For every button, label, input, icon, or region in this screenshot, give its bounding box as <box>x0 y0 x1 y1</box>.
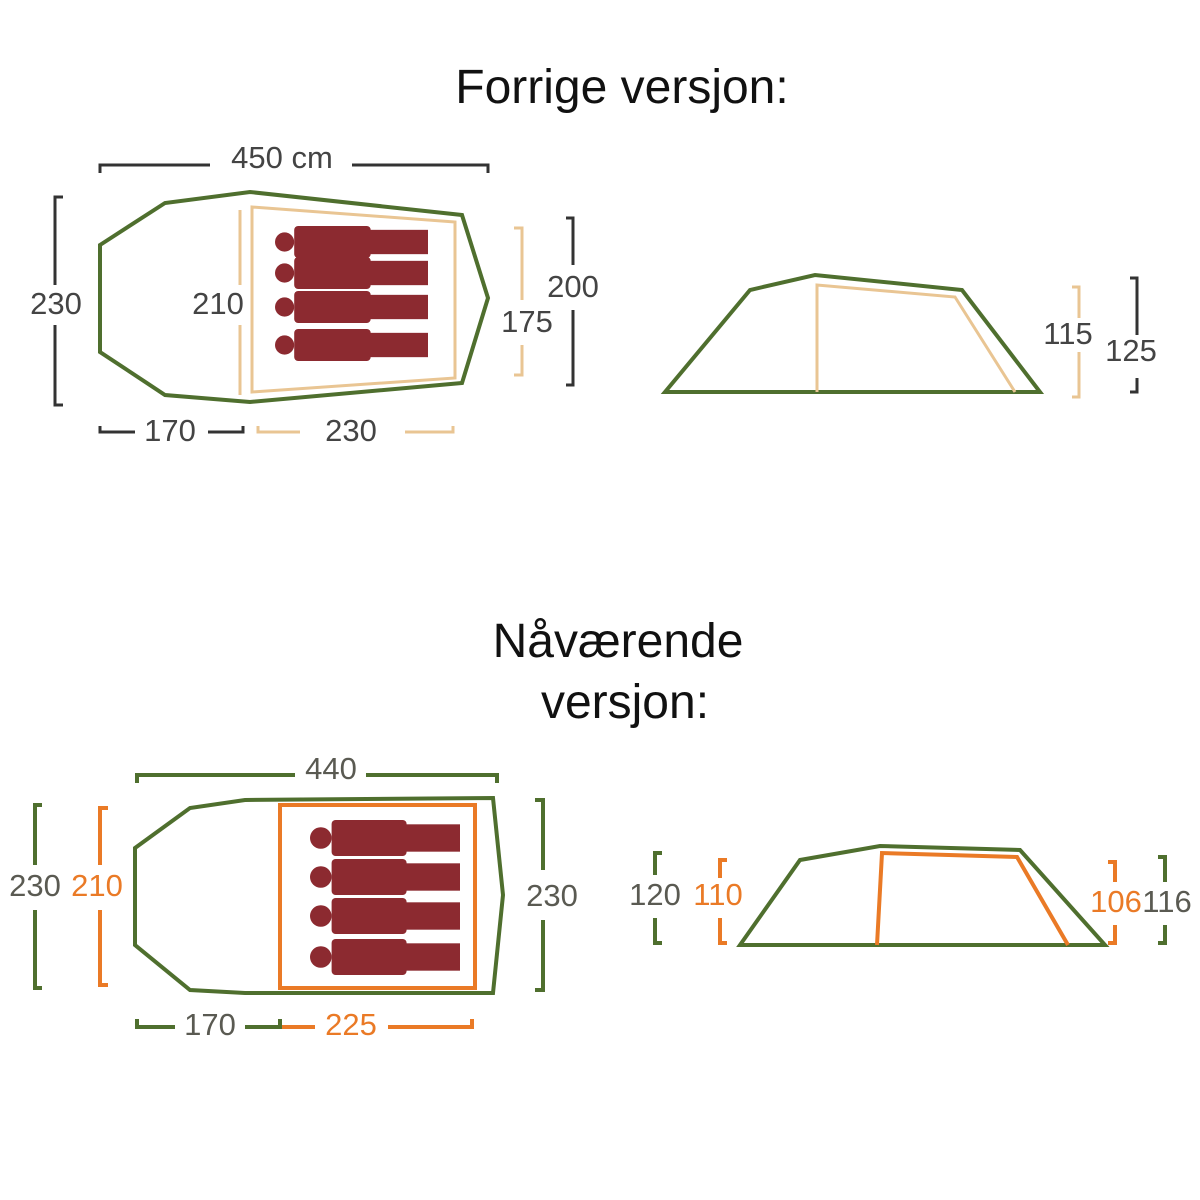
dim-vestibule: 170 <box>184 1007 236 1042</box>
dim-right-outer: 116 <box>1142 884 1191 919</box>
dim-right-inner: 106 <box>1090 884 1142 919</box>
dim-inner-length: 230 <box>325 413 377 448</box>
current-floor-plan: 440 230 210 230 170 225 <box>9 751 578 1042</box>
current-side-view: 120 110 106 116 <box>629 843 1192 947</box>
dim-width-outer: 230 <box>30 286 82 321</box>
title-previous: Forrige versjon: <box>455 61 788 114</box>
person-figure <box>310 898 460 934</box>
sleeping-figures <box>310 820 460 975</box>
dim-right-width: 230 <box>526 878 578 913</box>
person-figure <box>275 257 428 289</box>
person-figure <box>310 820 460 856</box>
dim-inner-length: 225 <box>325 1007 377 1042</box>
dim-left-outer: 120 <box>629 877 681 912</box>
dim-width-inner: 210 <box>71 868 123 903</box>
previous-floor-plan: 450 cm 230 210 175 200 170 230 <box>30 140 599 448</box>
title-current-2: versjon: <box>541 676 709 729</box>
dim-width-outer: 230 <box>9 868 61 903</box>
dim-right-total: 200 <box>547 269 599 304</box>
dim-outer-height: 125 <box>1105 333 1157 368</box>
title-current-1: Nåværende <box>493 615 744 668</box>
person-figure <box>310 939 460 975</box>
dim-length: 440 <box>305 751 357 786</box>
dim-inner-height: 115 <box>1043 316 1092 351</box>
dim-vestibule: 170 <box>144 413 196 448</box>
person-figure <box>275 291 428 323</box>
person-figure <box>275 329 428 361</box>
dim-width-inner: 210 <box>192 286 244 321</box>
dim-inner-right: 175 <box>501 304 553 339</box>
person-figure <box>275 226 428 258</box>
person-figure <box>310 859 460 895</box>
previous-side-view: 115 125 <box>660 272 1157 399</box>
dim-left-inner: 110 <box>693 877 742 912</box>
sleeping-figures <box>275 226 428 361</box>
dim-length: 450 cm <box>231 140 333 175</box>
